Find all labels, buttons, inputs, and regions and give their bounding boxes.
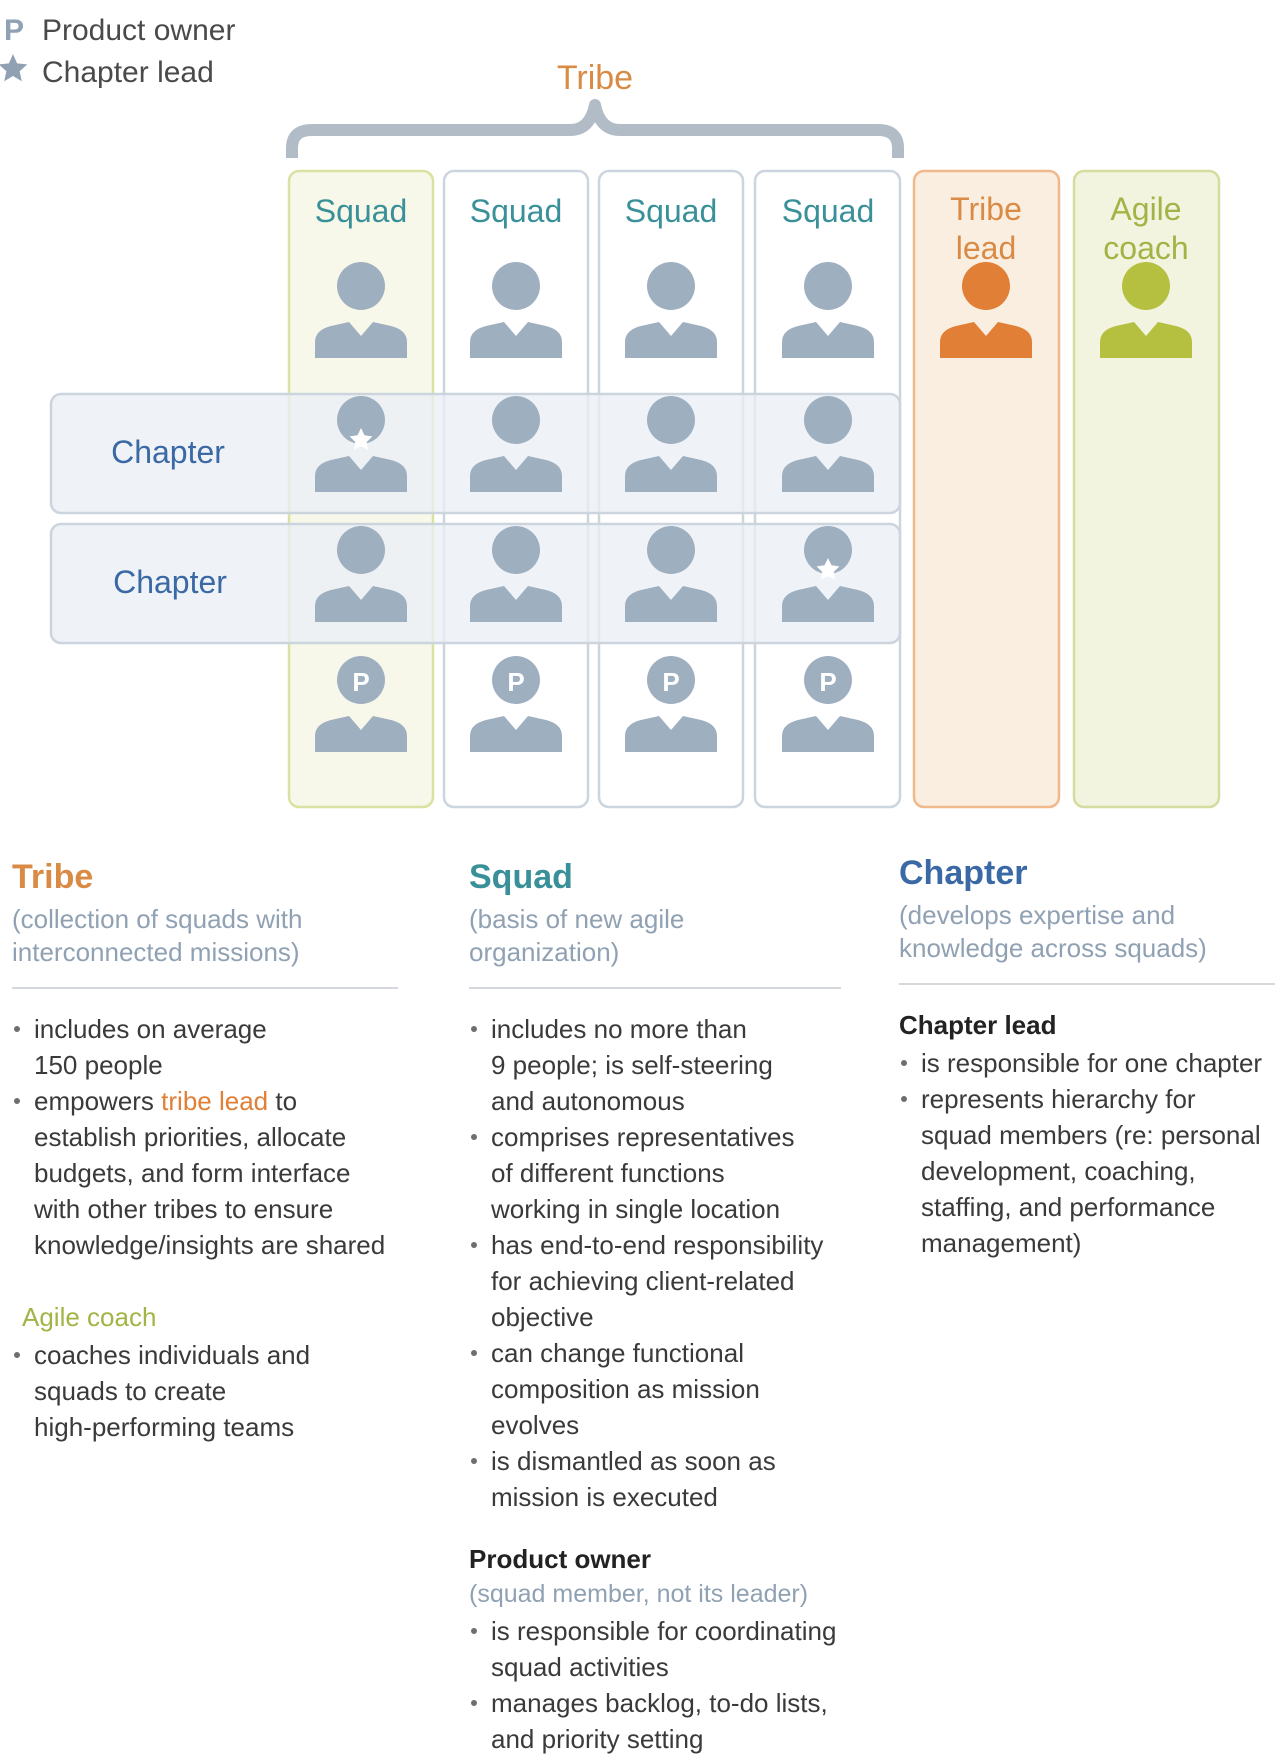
list-item: represents hierarchy for squad members (…	[899, 1081, 1275, 1261]
tribe-subtitle-line2: interconnected missions)	[12, 937, 300, 967]
chapter-subtitle-line2: knowledge across squads)	[899, 933, 1207, 963]
list-item: can change functional composition as mis…	[469, 1335, 841, 1443]
agile-coach-heading: Agile coach	[22, 1302, 157, 1332]
chapter-subtitle-line1: (develops expertise and	[899, 900, 1176, 930]
tribe-bullets: includes on average 150 people empowers …	[12, 1011, 398, 1263]
squad-description: Squad (basis of new agile organization) …	[469, 857, 841, 1757]
list-item: manages backlog, to-do lists, and priori…	[469, 1685, 841, 1757]
chapter-subtitle: (develops expertise and knowledge across…	[899, 899, 1275, 965]
tribe-title: Tribe	[12, 858, 94, 896]
list-item: includes no more than 9 people; is self-…	[469, 1011, 841, 1119]
star-icon	[0, 54, 28, 82]
agile-coach-bullets: coaches individuals and squads to create…	[12, 1337, 398, 1445]
squad-divider	[469, 987, 841, 989]
squad-title: Squad	[469, 858, 573, 896]
product-owner-legend-label: Product owner	[42, 14, 235, 47]
squad-bullets: includes no more than 9 people; is self-…	[469, 1011, 841, 1515]
list-item: is responsible for coordinating squad ac…	[469, 1613, 841, 1685]
chapter-title: Chapter	[899, 854, 1028, 892]
chapter-lead-legend-label: Chapter lead	[42, 56, 214, 89]
tribe-structure-diagram: P Product owner Chapter lead Tribe Squad…	[0, 14, 1221, 809]
product-owner-legend-symbol: P	[4, 14, 24, 47]
squad-subtitle: (basis of new agile organization)	[469, 903, 841, 969]
list-item: coaches individuals and squads to create…	[12, 1337, 398, 1445]
tribe-subtitle-line1: (collection of squads with	[12, 904, 303, 934]
tribe-description: Tribe (collection of squads with interco…	[12, 857, 398, 1445]
chapter-lead-bullets: is responsible for one chapter represent…	[899, 1045, 1275, 1261]
product-owner-heading: Product owner	[469, 1544, 652, 1574]
squad-header-3: Squad	[625, 193, 718, 229]
chapter-label-1: Chapter	[111, 434, 225, 470]
list-item: includes on average 150 people	[12, 1011, 398, 1083]
tribe-brace-shape	[286, 99, 904, 158]
product-owner-badge: P	[662, 667, 679, 697]
chapter-divider	[899, 983, 1275, 985]
tribe-divider	[12, 987, 398, 989]
list-item: is responsible for one chapter	[899, 1045, 1275, 1081]
agile-coach-header-line1: Agile	[1110, 191, 1181, 227]
chapter-label-2: Chapter	[113, 564, 227, 600]
tribe-lead-header-line1: Tribe	[950, 191, 1022, 227]
tribe-brace: Tribe	[286, 59, 904, 158]
list-item: is dismantled as soon as mission is exec…	[469, 1443, 841, 1515]
chapter-lead-heading: Chapter lead	[899, 1010, 1057, 1040]
star-icon	[816, 558, 840, 580]
list-item: comprises representatives of different f…	[469, 1119, 841, 1227]
star-icon	[349, 428, 373, 450]
tribe-label: Tribe	[557, 59, 633, 97]
squad-header-2: Squad	[470, 193, 563, 229]
product-owner-badge: P	[352, 667, 369, 697]
tribe-lead-highlight: tribe lead	[161, 1086, 269, 1116]
agile-coach-header-line2: coach	[1103, 230, 1188, 266]
squad-header-4: Squad	[782, 193, 875, 229]
list-item: has end-to-end responsibility for achiev…	[469, 1227, 841, 1335]
squad-subtitle-line1: (basis of new agile	[469, 904, 685, 934]
product-owner-badge: P	[819, 667, 836, 697]
product-owner-note: (squad member, not its leader)	[469, 1580, 809, 1608]
squad-header-1: Squad	[315, 193, 408, 229]
product-owner-bullets: is responsible for coordinating squad ac…	[469, 1613, 841, 1757]
product-owner-badge: P	[507, 667, 524, 697]
tribe-subtitle: (collection of squads with interconnecte…	[12, 903, 398, 969]
chapter-description: Chapter (develops expertise and knowledg…	[899, 853, 1275, 1261]
squad-subtitle-line2: organization)	[469, 937, 620, 967]
list-item: empowers tribe lead to establish priorit…	[12, 1083, 398, 1263]
tribe-lead-header-line2: lead	[956, 230, 1017, 266]
legend: P Product owner Chapter lead	[0, 14, 235, 89]
